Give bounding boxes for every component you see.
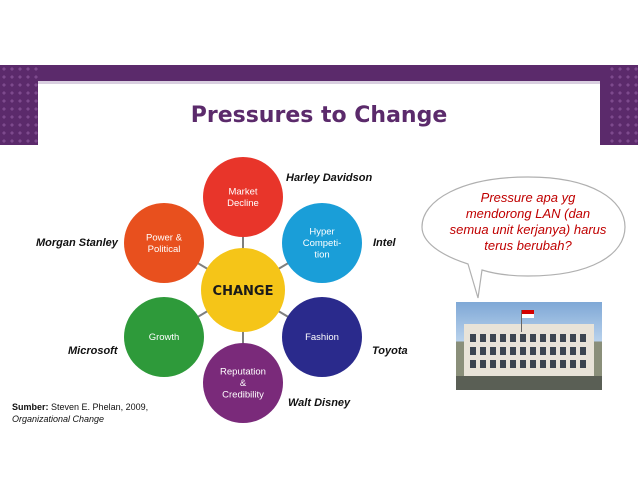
petal-circle bbox=[282, 297, 362, 377]
building-window bbox=[490, 360, 496, 368]
building-window bbox=[540, 360, 546, 368]
source-citation: Sumber: Steven E. Phelan, 2009, Organiza… bbox=[12, 401, 148, 425]
petal-circle bbox=[124, 297, 204, 377]
source-label: Sumber: bbox=[12, 402, 49, 412]
building-window bbox=[490, 347, 496, 355]
petal-circle bbox=[282, 203, 362, 283]
petal-circle bbox=[203, 343, 283, 423]
building-window bbox=[550, 347, 556, 355]
building-window bbox=[480, 334, 486, 342]
building-window bbox=[480, 347, 486, 355]
company-walt-disney: Walt Disney bbox=[288, 397, 351, 409]
petal-label: Power &Political bbox=[146, 232, 183, 255]
banner-pattern-right bbox=[608, 65, 638, 145]
building-window bbox=[530, 347, 536, 355]
center-label: CHANGE bbox=[213, 284, 274, 299]
building-window bbox=[500, 334, 506, 342]
building-window bbox=[520, 334, 526, 342]
building-window bbox=[480, 360, 486, 368]
source-work: Organizational Change bbox=[12, 414, 105, 424]
company-morgan-stanley: Morgan Stanley bbox=[36, 237, 118, 249]
petal-circle bbox=[203, 157, 283, 237]
building-window bbox=[570, 347, 576, 355]
building-window bbox=[540, 347, 546, 355]
company-toyota: Toyota bbox=[372, 345, 408, 357]
source-text: Steven E. Phelan, 2009, bbox=[51, 402, 149, 412]
page-title: Pressures to Change bbox=[190, 103, 448, 128]
building-window bbox=[540, 334, 546, 342]
building-window bbox=[470, 360, 476, 368]
building-window bbox=[550, 334, 556, 342]
building-window bbox=[500, 347, 506, 355]
title-box bbox=[38, 81, 600, 145]
petal-label: Growth bbox=[149, 332, 180, 343]
building-window bbox=[570, 334, 576, 342]
petal-label: Reputation&Credibility bbox=[220, 367, 266, 401]
building-window bbox=[530, 360, 536, 368]
building-window bbox=[520, 347, 526, 355]
building-window bbox=[510, 334, 516, 342]
petal-label: Fashion bbox=[305, 332, 339, 343]
building-window bbox=[560, 347, 566, 355]
building-window bbox=[550, 360, 556, 368]
building-window bbox=[570, 360, 576, 368]
flag-icon bbox=[522, 310, 534, 318]
center-circle bbox=[201, 248, 285, 332]
building-window bbox=[580, 347, 586, 355]
flag-pole bbox=[521, 310, 522, 332]
building-window bbox=[560, 334, 566, 342]
building-window bbox=[560, 360, 566, 368]
building-window bbox=[580, 334, 586, 342]
company-harley-davidson: Harley Davidson bbox=[286, 172, 373, 184]
building-road bbox=[456, 376, 602, 390]
callout-bubble bbox=[421, 176, 626, 299]
building-window bbox=[520, 360, 526, 368]
company-microsoft: Microsoft bbox=[68, 345, 118, 357]
petal-circle bbox=[124, 203, 204, 283]
banner-pattern-left bbox=[0, 65, 38, 145]
building-window bbox=[500, 360, 506, 368]
building-window bbox=[490, 334, 496, 342]
building-window bbox=[530, 334, 536, 342]
building-window bbox=[470, 347, 476, 355]
callout-text: Pressure apa yg mendorong LAN (dan semua… bbox=[449, 190, 607, 253]
building-photo bbox=[456, 302, 602, 390]
building-window bbox=[580, 360, 586, 368]
company-intel: Intel bbox=[373, 237, 396, 249]
building-window bbox=[470, 334, 476, 342]
building-window bbox=[510, 347, 516, 355]
building-window bbox=[510, 360, 516, 368]
